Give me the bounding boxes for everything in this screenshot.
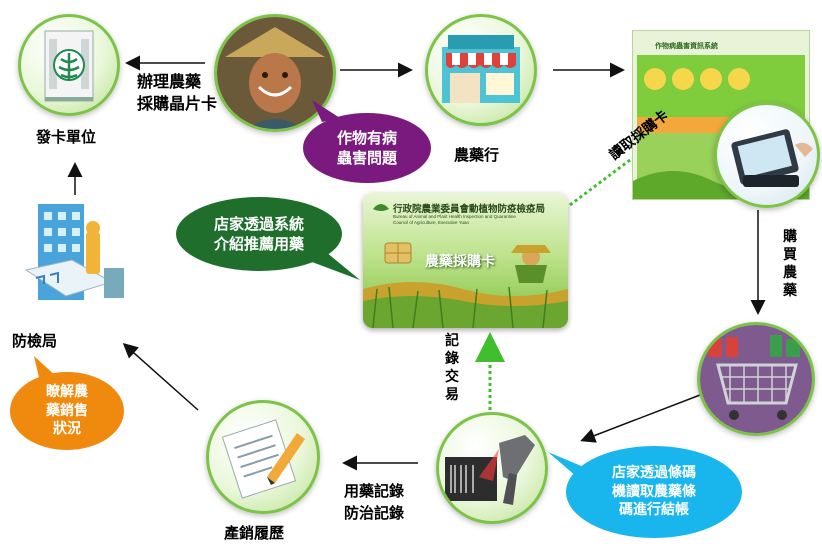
document-pencil-icon — [221, 419, 305, 499]
dotted-card-to-screen — [569, 143, 651, 207]
history-label: 產銷履歷 — [224, 524, 285, 542]
screen-title: 作物病蟲害資訊系統 — [655, 41, 718, 50]
issuer-label: 發卡單位 — [36, 128, 97, 146]
farmer-node — [214, 14, 336, 132]
scanner-node — [436, 412, 548, 524]
edge-record-tx-label: 記錄交易 — [445, 333, 459, 403]
card-logo-icon — [373, 204, 389, 211]
card-art — [363, 204, 568, 328]
arrow-history-to-bsmi — [122, 343, 199, 411]
issuer-node — [18, 14, 120, 116]
shopping-cart-icon — [700, 325, 812, 433]
bsmi-label: 防檢局 — [12, 332, 58, 350]
card-agency: 行政院農業委員會動植物防疫檢疫局 — [393, 204, 546, 215]
farmer-portrait — [217, 17, 333, 129]
store-recommend-bubble: 店家透過系統 介紹推薦用藥 — [176, 197, 342, 271]
understand-sales-bubble: 瞭解農 藥銷售 狀況 — [10, 372, 124, 450]
office-building-icon — [24, 204, 124, 300]
history-node — [206, 400, 320, 514]
card-title: 農藥採購卡 — [425, 254, 495, 270]
edge-apply-card-label: 辦理農藥 採購晶片卡 — [137, 72, 218, 113]
bsmi-node — [16, 198, 130, 318]
card-reader-node — [714, 102, 820, 208]
edge-records-label: 用藥記錄 防治記錄 — [344, 482, 405, 522]
bank-building-icon — [44, 30, 94, 102]
pos-terminal-icon — [731, 129, 813, 187]
store-node — [425, 14, 537, 126]
arrow-cart-to-scanner — [580, 394, 701, 443]
barcode-scanner-icon — [445, 435, 535, 505]
cart-node — [697, 322, 815, 436]
card-agency-en: Bureau of Animal and Plant Health Inspec… — [393, 214, 516, 225]
purchase-card: 行政院農業委員會動植物防疫檢疫局 Bureau of Animal and Pl… — [363, 193, 568, 328]
shop-icon — [442, 35, 520, 103]
store-label: 農藥行 — [454, 146, 500, 164]
farmer-problem-bubble: 作物有病 蟲害問題 — [303, 113, 431, 183]
edge-buy-label: 購買農藥 — [783, 229, 797, 299]
barcode-checkout-bubble: 店家透過條碼 機讀取農藥條 碼進行結帳 — [566, 446, 742, 538]
